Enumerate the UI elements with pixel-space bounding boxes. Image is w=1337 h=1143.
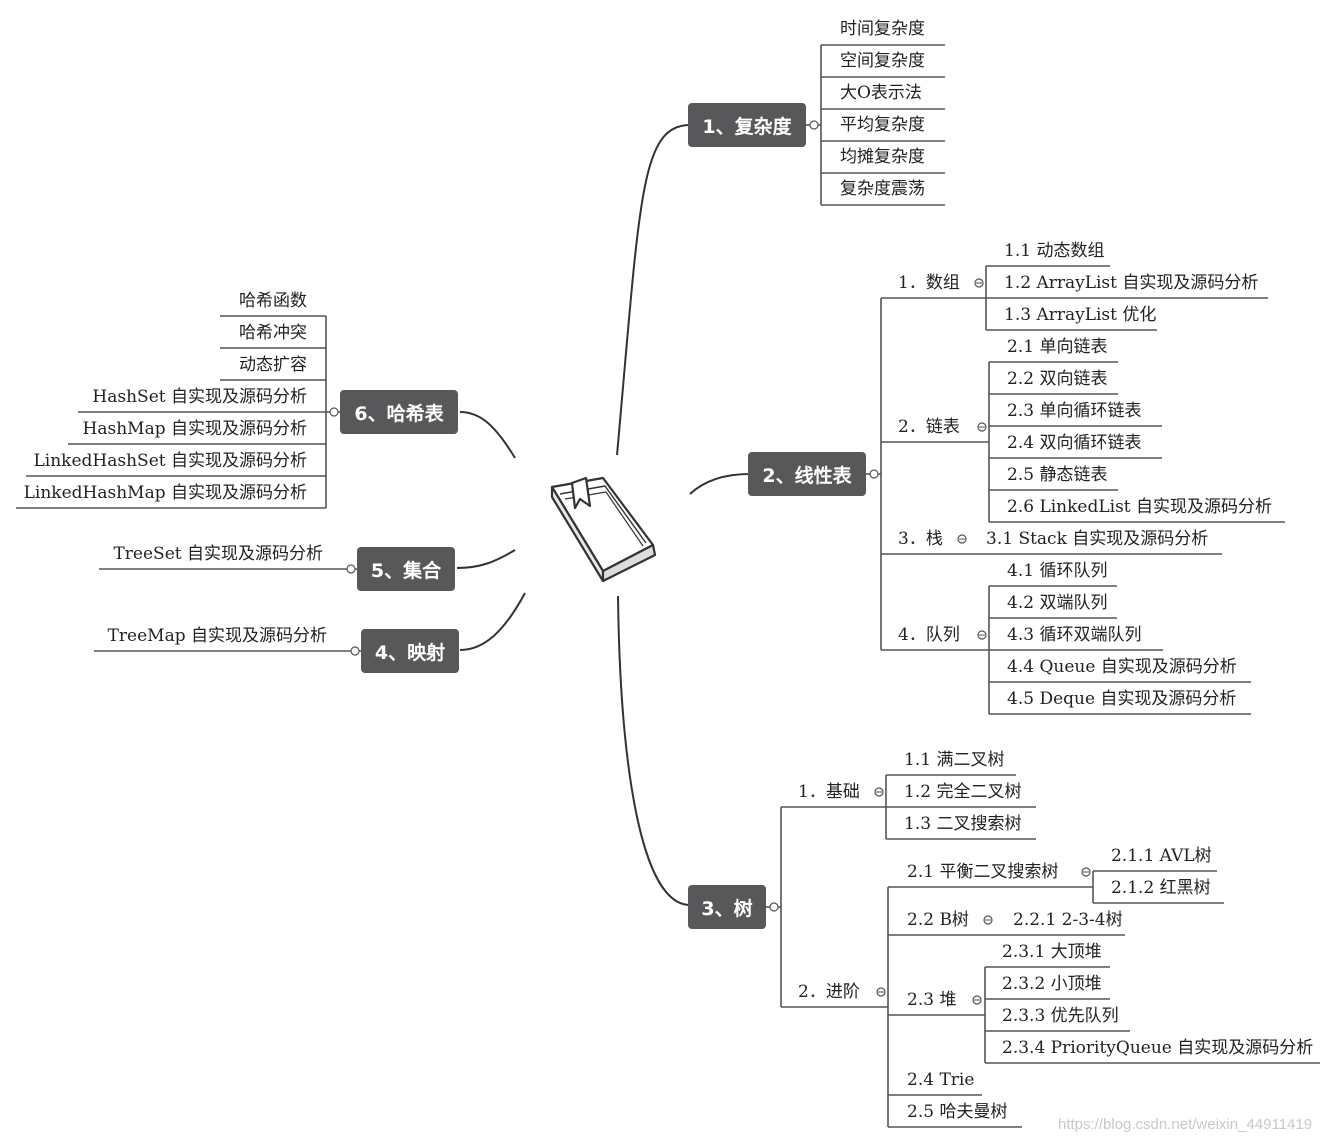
leaf-queue-item[interactable]: 4.5 Deque 自实现及源码分析 xyxy=(1007,689,1237,709)
subtopic-tree-advanced[interactable]: 2．进阶 xyxy=(798,982,860,1002)
leaf-tree-basic-item[interactable]: 1.3 二叉搜索树 xyxy=(904,814,1022,834)
leaf-heap-item[interactable]: 2.3.4 PriorityQueue 自实现及源码分析 xyxy=(1002,1038,1314,1058)
leaf-tree-basic-item[interactable]: 1.1 满二叉树 xyxy=(904,750,1005,770)
leaf-stack-item[interactable]: 3.1 Stack 自实现及源码分析 xyxy=(986,529,1209,549)
leaf-huffman-tree[interactable]: 2.5 哈夫曼树 xyxy=(907,1102,1008,1122)
node-complexity[interactable]: 1、复杂度 xyxy=(688,103,806,147)
leaf-hash-item[interactable]: 动态扩容 xyxy=(239,355,307,375)
leaf-time-complexity[interactable]: 时间复杂度 xyxy=(840,19,925,39)
leaf-btree-item[interactable]: 2.2.1 2-3-4树 xyxy=(1013,910,1123,930)
leaf-hash-item[interactable]: HashSet 自实现及源码分析 xyxy=(92,387,307,407)
leaf-hash-item[interactable]: 哈希函数 xyxy=(239,291,307,311)
leaf-array-item[interactable]: 1.1 动态数组 xyxy=(1004,241,1105,261)
subtopic-balanced-bst[interactable]: 2.1 平衡二叉搜索树 xyxy=(907,862,1059,882)
leaf-heap-item[interactable]: 2.3.1 大顶堆 xyxy=(1002,942,1102,962)
leaf-balanced-item[interactable]: 2.1.1 AVL树 xyxy=(1111,846,1212,866)
leaf-queue-item[interactable]: 4.4 Queue 自实现及源码分析 xyxy=(1007,657,1237,677)
leaf-linked-item[interactable]: 2.6 LinkedList 自实现及源码分析 xyxy=(1007,497,1273,517)
leaf-map-item[interactable]: TreeMap 自实现及源码分析 xyxy=(107,626,327,646)
collapse-marker-minus xyxy=(876,282,1089,1001)
subtopic-heap[interactable]: 2.3 堆 xyxy=(907,990,957,1010)
leaf-linked-item[interactable]: 2.3 单向循环链表 xyxy=(1007,401,1142,421)
leaf-trie[interactable]: 2.4 Trie xyxy=(907,1070,975,1090)
subtopic-btree[interactable]: 2.2 B树 xyxy=(907,910,969,930)
subtopic-tree-basic[interactable]: 1．基础 xyxy=(798,782,860,802)
watermark: https://blog.csdn.net/weixin_44911419 xyxy=(1058,1116,1313,1133)
node-set[interactable]: 5、集合 xyxy=(357,547,455,591)
leaf-hash-item[interactable]: LinkedHashSet 自实现及源码分析 xyxy=(33,451,308,471)
leaf-queue-item[interactable]: 4.1 循环队列 xyxy=(1007,561,1108,581)
leaf-tree-basic-item[interactable]: 1.2 完全二叉树 xyxy=(904,782,1022,802)
leaf-balanced-item[interactable]: 2.1.2 红黑树 xyxy=(1111,878,1211,898)
leaf-linked-item[interactable]: 2.1 单向链表 xyxy=(1007,337,1108,357)
leaf-amortized-complexity[interactable]: 均摊复杂度 xyxy=(840,147,925,167)
leaf-linked-item[interactable]: 2.5 静态链表 xyxy=(1007,465,1108,485)
node-hash-table[interactable]: 6、哈希表 xyxy=(340,390,458,434)
leaf-queue-item[interactable]: 4.2 双端队列 xyxy=(1007,593,1108,613)
leaf-linked-item[interactable]: 2.2 双向链表 xyxy=(1007,369,1108,389)
leaf-heap-item[interactable]: 2.3.3 优先队列 xyxy=(1002,1006,1119,1026)
subtopic-queue[interactable]: 4．队列 xyxy=(898,625,960,645)
leaf-space-complexity[interactable]: 空间复杂度 xyxy=(840,51,925,71)
leaf-average-complexity[interactable]: 平均复杂度 xyxy=(840,115,925,135)
leaf-array-item[interactable]: 1.2 ArrayList 自实现及源码分析 xyxy=(1004,273,1259,293)
node-map[interactable]: 4、映射 xyxy=(361,629,459,673)
leaf-array-item[interactable]: 1.3 ArrayList 优化 xyxy=(1004,305,1157,325)
leaf-connectors xyxy=(16,44,1320,1128)
leaf-linked-item[interactable]: 2.4 双向循环链表 xyxy=(1007,433,1142,453)
leaf-queue-item[interactable]: 4.3 循环双端队列 xyxy=(1007,625,1142,645)
node-linear-list[interactable]: 2、线性表 xyxy=(748,452,866,496)
subtopic-stack[interactable]: 3．栈 xyxy=(898,529,943,549)
leaf-big-o[interactable]: 大O表示法 xyxy=(840,83,922,103)
leaf-heap-item[interactable]: 2.3.2 小顶堆 xyxy=(1002,974,1102,994)
leaf-hash-item[interactable]: LinkedHashMap 自实现及源码分析 xyxy=(23,483,307,503)
leaf-hash-item[interactable]: HashMap 自实现及源码分析 xyxy=(82,419,307,439)
leaf-set-item[interactable]: TreeSet 自实现及源码分析 xyxy=(113,544,323,564)
leaf-complexity-oscillation[interactable]: 复杂度震荡 xyxy=(840,179,925,199)
node-tree[interactable]: 3、树 xyxy=(688,885,766,929)
subtopic-linked-list[interactable]: 2．链表 xyxy=(898,417,960,437)
leaf-hash-item[interactable]: 哈希冲突 xyxy=(239,323,307,343)
book-icon xyxy=(550,476,657,583)
subtopic-array[interactable]: 1．数组 xyxy=(898,273,960,293)
branch-connectors xyxy=(456,124,751,906)
